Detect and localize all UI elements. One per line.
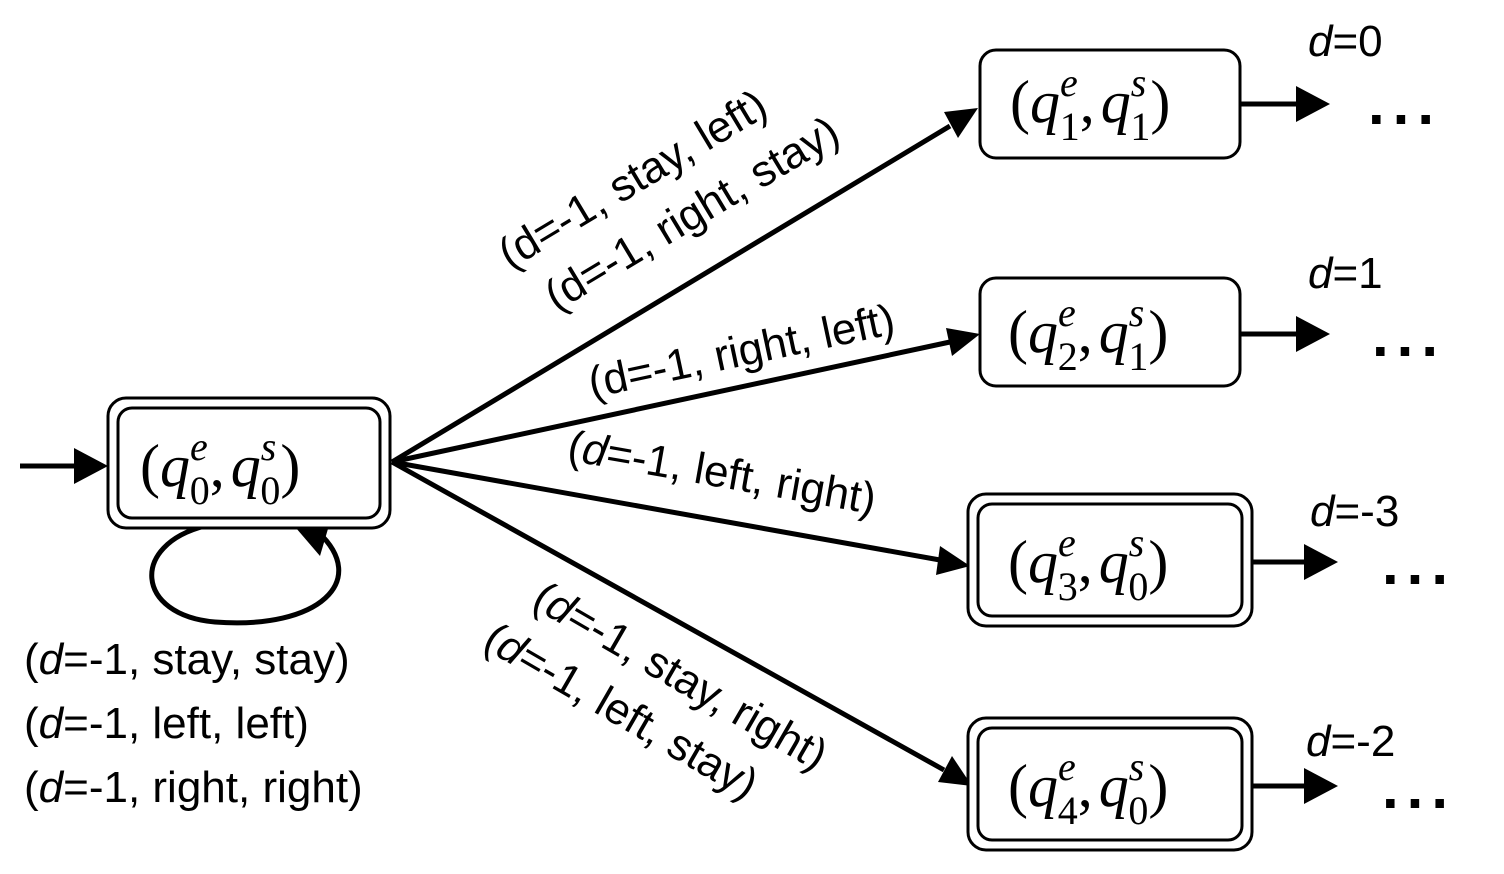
edge-label-n3-0: (d=-1, left, right) (564, 422, 880, 524)
edge-n0-n3 (391, 459, 970, 575)
continuation-dots-n4: ... (1382, 754, 1456, 821)
edge-label-group-n3: (d=-1, left, right) (564, 422, 880, 524)
self-loop-label-0: (d=-1, stay, stay) (24, 635, 350, 684)
continuation-dots-n2: ... (1372, 302, 1446, 369)
continuation-arrow-n2 (1240, 316, 1330, 352)
depth-label-n2: d=1 (1308, 249, 1383, 298)
continuation-dots-n1: ... (1368, 70, 1442, 137)
edge-label-n2-0: (d=-1, right, left) (584, 295, 899, 408)
initial-arrow (20, 448, 108, 484)
continuation-arrow-n3 (1252, 544, 1338, 580)
edge-label-group-n2: (d=-1, right, left) (584, 295, 899, 408)
edge-label-group-n1: (d=-1, stay, left) (d=-1, right, stay) (490, 80, 848, 321)
continuation-arrow-n4 (1252, 768, 1338, 804)
depth-label-n1: d=0 (1308, 17, 1383, 66)
continuation-dots-n3: ... (1382, 530, 1456, 597)
edge-n0-n1 (390, 108, 978, 465)
depth-label-n3: d=-3 (1310, 487, 1399, 536)
self-loop-labels: (d=-1, stay, stay) (d=-1, left, left) (d… (24, 635, 363, 812)
depth-label-n4: d=-2 (1306, 717, 1395, 766)
self-loop-label-2: (d=-1, right, right) (24, 763, 363, 812)
self-loop-label-1: (d=-1, left, left) (24, 699, 309, 748)
continuation-arrow-n1 (1240, 86, 1330, 122)
edge-n0-n4 (390, 459, 972, 786)
edge-label-group-n4: (d=-1, stay, right) (d=-1, left, stay) (476, 572, 836, 809)
edge-n0-n2 (391, 328, 980, 465)
self-loop-edge (149, 522, 342, 626)
